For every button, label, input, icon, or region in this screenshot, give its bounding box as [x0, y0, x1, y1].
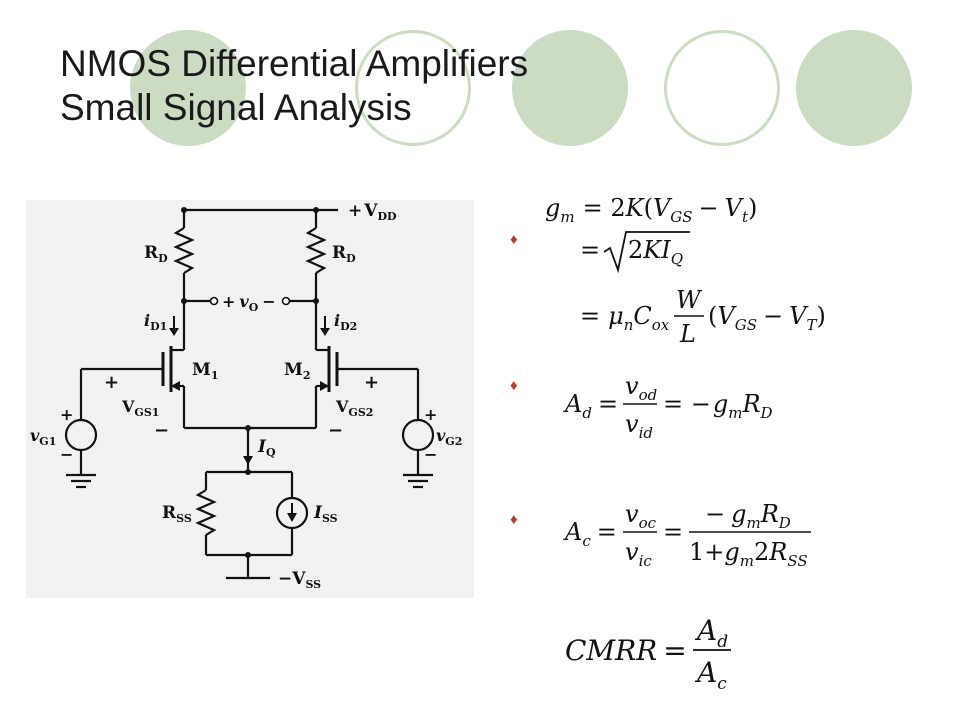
equation-gm-2: = 2KIQ	[580, 226, 700, 281]
rd-right-label: RD	[332, 243, 356, 265]
m1-arrow-icon	[171, 381, 180, 391]
svg-text:vod: vod	[625, 372, 657, 404]
id2-label: iD2	[334, 311, 357, 333]
svg-text:−: −	[154, 420, 169, 441]
svg-text:+: +	[364, 372, 379, 393]
svg-text:gm= 2K(VGS−Vt): gm= 2K(VGS−Vt)	[545, 194, 757, 226]
m1-label: M1	[192, 360, 218, 382]
equation-cmrr-svg: CMRR= Ad Ac	[565, 614, 731, 694]
equation-ad-svg: Ad= vod vid = −gmRD	[563, 372, 773, 442]
svg-text:+: +	[104, 372, 119, 393]
svg-text:(VGS−VT): (VGS−VT)	[708, 302, 826, 334]
bullet-3: ♦	[510, 511, 518, 528]
equation-ad: Ad= vod vid = −gmRD	[563, 368, 785, 449]
slide-title: NMOS Differential Amplifiers Small Signa…	[60, 42, 528, 130]
bullet-2: ♦	[510, 377, 518, 394]
decor-circle-4	[664, 30, 780, 146]
svg-text:+: +	[60, 405, 73, 424]
svg-text:CMRR=: CMRR=	[565, 634, 687, 667]
vg2-label: vG2	[436, 426, 462, 448]
svg-text:+VDD: +VDD	[348, 201, 397, 223]
decor-circle-3	[512, 30, 628, 146]
bullet-1: ♦	[510, 231, 518, 248]
iss-arrow-icon	[287, 513, 297, 522]
svg-text:L: L	[679, 320, 696, 348]
equation-cmrr: CMRR= Ad Ac	[565, 610, 745, 699]
id1-arrow-icon	[169, 328, 179, 336]
id1-label: iD1	[144, 311, 167, 333]
vgs1-label: VGS1	[121, 397, 159, 419]
svg-text:voc: voc	[625, 500, 657, 532]
title-line-2: Small Signal Analysis	[60, 87, 412, 128]
svg-text:1+gm2RSS: 1+gm2RSS	[689, 538, 808, 570]
svg-text:=: =	[580, 236, 600, 264]
iq-arrow-icon	[243, 456, 253, 465]
svg-text:−: −	[424, 445, 437, 464]
m2-label: M2	[284, 360, 310, 382]
rd-right-resistor	[305, 227, 327, 274]
svg-text:=μnCox: =μnCox	[580, 302, 670, 334]
rss-resistor	[195, 489, 217, 536]
iss-label: ISS	[313, 503, 338, 525]
m2-arrow-icon	[320, 381, 329, 391]
equation-ac: Ac= voc vic = −gmRD 1+gm2RSS	[563, 496, 825, 577]
vss-label: −VSS	[278, 569, 321, 591]
equation-gm-3: =μnCox W L (VGS−VT)	[580, 284, 830, 355]
decor-circle-2	[355, 30, 471, 146]
svg-text:vic: vic	[625, 538, 652, 570]
svg-text:Ac=: Ac=	[563, 518, 617, 550]
vgs2-label: VGS2	[335, 397, 373, 419]
circuit-diagram: +VDD RD RD +vO− iD1 iD2 M1 M2 + VGS1 − +…	[26, 200, 474, 598]
circuit-svg: +VDD RD RD +vO− iD1 iD2 M1 M2 + VGS1 − +…	[30, 201, 462, 591]
svg-text:Ac: Ac	[694, 656, 727, 694]
vo-label: +vO−	[222, 292, 276, 314]
svg-text:=: =	[663, 518, 683, 546]
rd-left-label: RD	[144, 243, 168, 265]
svg-text:Ad=: Ad=	[563, 390, 618, 422]
title-line-1: NMOS Differential Amplifiers	[60, 43, 529, 84]
svg-text:−gmRD: −gmRD	[705, 500, 791, 532]
vg1-label: vG1	[30, 426, 56, 448]
decor-circle-1	[130, 30, 246, 146]
rd-left-resistor	[173, 227, 195, 274]
svg-text:= −gmRD: = −gmRD	[663, 390, 773, 422]
iq-label: IQ	[257, 437, 276, 459]
svg-text:+: +	[424, 405, 437, 424]
svg-text:Ad: Ad	[694, 614, 728, 652]
equation-ac-svg: Ac= voc vic = −gmRD 1+gm2RSS	[563, 500, 811, 570]
id2-arrow-icon	[320, 328, 330, 336]
equation-gm-2-svg: = 2KIQ	[580, 231, 690, 274]
svg-text:−: −	[328, 420, 343, 441]
svg-text:vid: vid	[625, 410, 653, 442]
svg-text:−: −	[60, 445, 73, 464]
decor-circle-5	[796, 30, 912, 146]
equation-gm-1: gm= 2K(VGS−Vt)	[545, 190, 775, 231]
rss-label: RSS	[162, 503, 192, 525]
svg-text:2KIQ: 2KIQ	[628, 236, 683, 268]
svg-text:W: W	[676, 286, 703, 314]
equation-gm-3-svg: =μnCox W L (VGS−VT)	[580, 286, 826, 348]
equation-gm-1-svg: gm= 2K(VGS−Vt)	[545, 194, 757, 226]
